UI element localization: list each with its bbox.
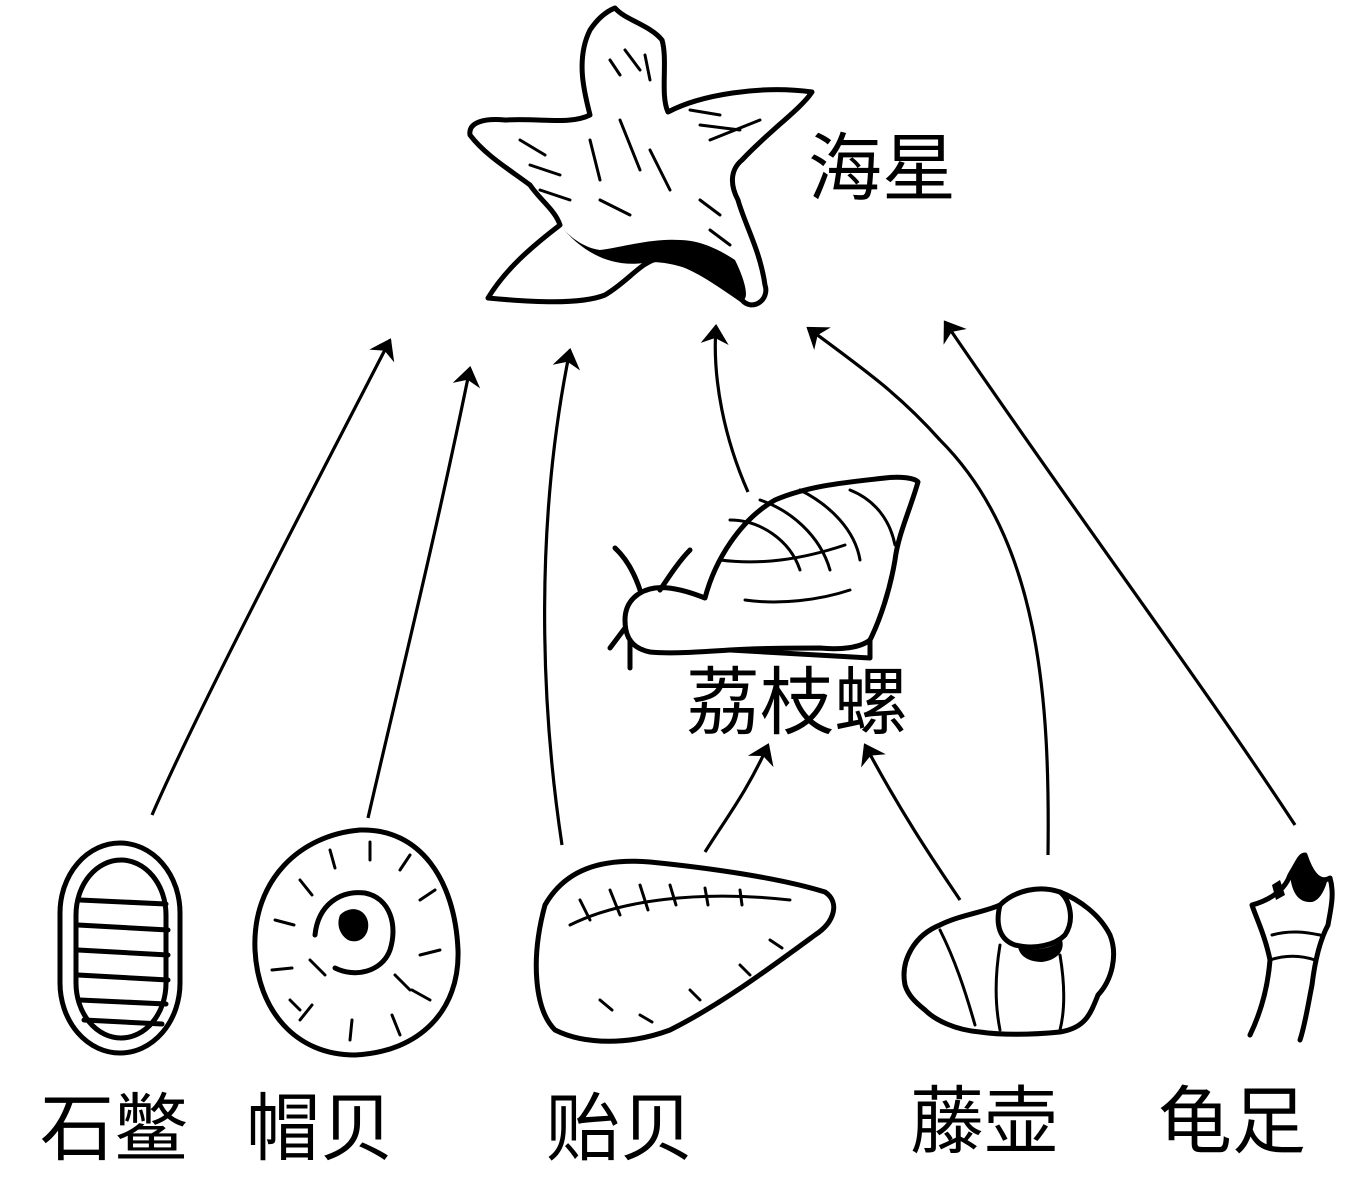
- gooseneck-barnacle-illustration: [1247, 852, 1335, 1043]
- arrow-whelk-to-starfish: [700, 324, 750, 493]
- label-starfish: 海星: [808, 126, 956, 212]
- arrow-chiton-to-starfish: [150, 338, 395, 816]
- arrow-limpet-to-starfish: [366, 366, 481, 819]
- label-limpet: 帽贝: [246, 1086, 394, 1172]
- label-gooseneck-barnacle: 龟足: [1158, 1079, 1306, 1165]
- label-whelk: 荔枝螺: [686, 660, 908, 746]
- barnacle-illustration: [901, 886, 1117, 1037]
- arrow-mussel-to-whelk: [703, 743, 774, 853]
- label-mussel: 贻贝: [546, 1086, 694, 1172]
- limpet-illustration: [252, 827, 461, 1058]
- label-barnacle: 藤壶: [910, 1079, 1058, 1165]
- mussel-illustration: [533, 858, 837, 1044]
- chiton-illustration: [57, 840, 183, 1056]
- arrow-barnacle-to-whelk: [861, 743, 962, 901]
- arrow-gooseneck-to-starfish: [943, 320, 1297, 826]
- whelk-illustration: [607, 474, 921, 671]
- starfish-illustration: [467, 5, 815, 308]
- arrow-barnacle-to-starfish: [806, 326, 1050, 856]
- arrow-mussel-to-starfish: [543, 348, 581, 846]
- label-chiton: 石鳖: [40, 1086, 188, 1172]
